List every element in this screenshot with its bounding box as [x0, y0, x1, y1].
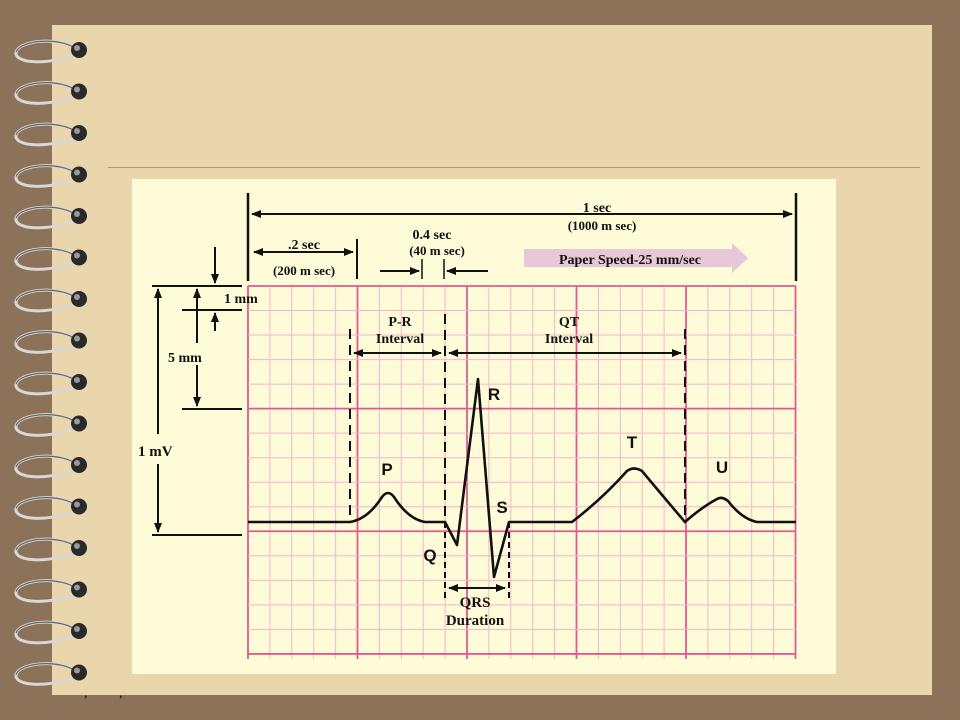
spiral-coil: [14, 81, 87, 105]
qt-interval-label-1: QT: [559, 315, 580, 330]
qrs-label-2: Duration: [446, 613, 505, 629]
paper-speed-arrow: [524, 243, 748, 273]
spiral-coil: [14, 579, 87, 603]
one-mm-label: 1 mm: [224, 292, 258, 307]
five-mm-label: 5 mm: [168, 351, 202, 366]
q-wave-label: Q: [423, 546, 436, 565]
spiral-coil: [14, 122, 87, 147]
spiral-coil: [14, 205, 87, 230]
ecg-trace: [248, 377, 796, 579]
spiral-coil: [14, 247, 87, 271]
r-wave-label: R: [488, 385, 500, 404]
spiral-coil: [14, 288, 87, 313]
spiral-coil: [14, 496, 87, 520]
spiral-coil: [14, 371, 87, 396]
p-wave-label: P: [381, 460, 392, 479]
spiral-coil: [14, 39, 87, 64]
footer-marks: , ,: [84, 686, 137, 701]
one-mv-label: 1 mV: [138, 444, 173, 460]
one-sec-label: 1 sec: [583, 201, 611, 216]
qrs-label-1: QRS: [460, 595, 491, 611]
spiral-coil: [14, 620, 87, 645]
ecg-svg: 1 sec (1000 m sec) .2 sec (200 m sec) 0.…: [138, 193, 798, 659]
title-divider: [108, 167, 920, 168]
spiral-coil: [14, 662, 87, 686]
point04-sec-ms-label: (40 m sec): [409, 243, 465, 258]
spiral-binding: [14, 39, 87, 686]
point2-sec-ms-label: (200 m sec): [273, 263, 335, 278]
one-sec-ms-label: (1000 m sec): [568, 218, 637, 233]
pr-interval-label-2: Interval: [376, 332, 424, 347]
paper-speed-label: Paper Speed-25 mm/sec: [559, 253, 701, 268]
u-wave-label: U: [716, 458, 728, 477]
spiral-coil: [14, 164, 87, 188]
pr-interval-label-1: P-R: [388, 315, 412, 330]
spiral-coil: [14, 454, 87, 479]
s-wave-label: S: [496, 498, 507, 517]
point04-sec-label: 0.4 sec: [413, 228, 452, 243]
spiral-coil: [14, 413, 87, 437]
spiral-coil: [14, 330, 87, 354]
t-wave-label: T: [627, 433, 638, 452]
spiral-coil: [14, 537, 87, 562]
point2-sec-label: .2 sec: [288, 238, 320, 253]
ecg-grid-paper: [247, 285, 797, 659]
ecg-diagram: 1 sec (1000 m sec) .2 sec (200 m sec) 0.…: [132, 179, 836, 674]
qt-interval-label-2: Interval: [545, 332, 593, 347]
